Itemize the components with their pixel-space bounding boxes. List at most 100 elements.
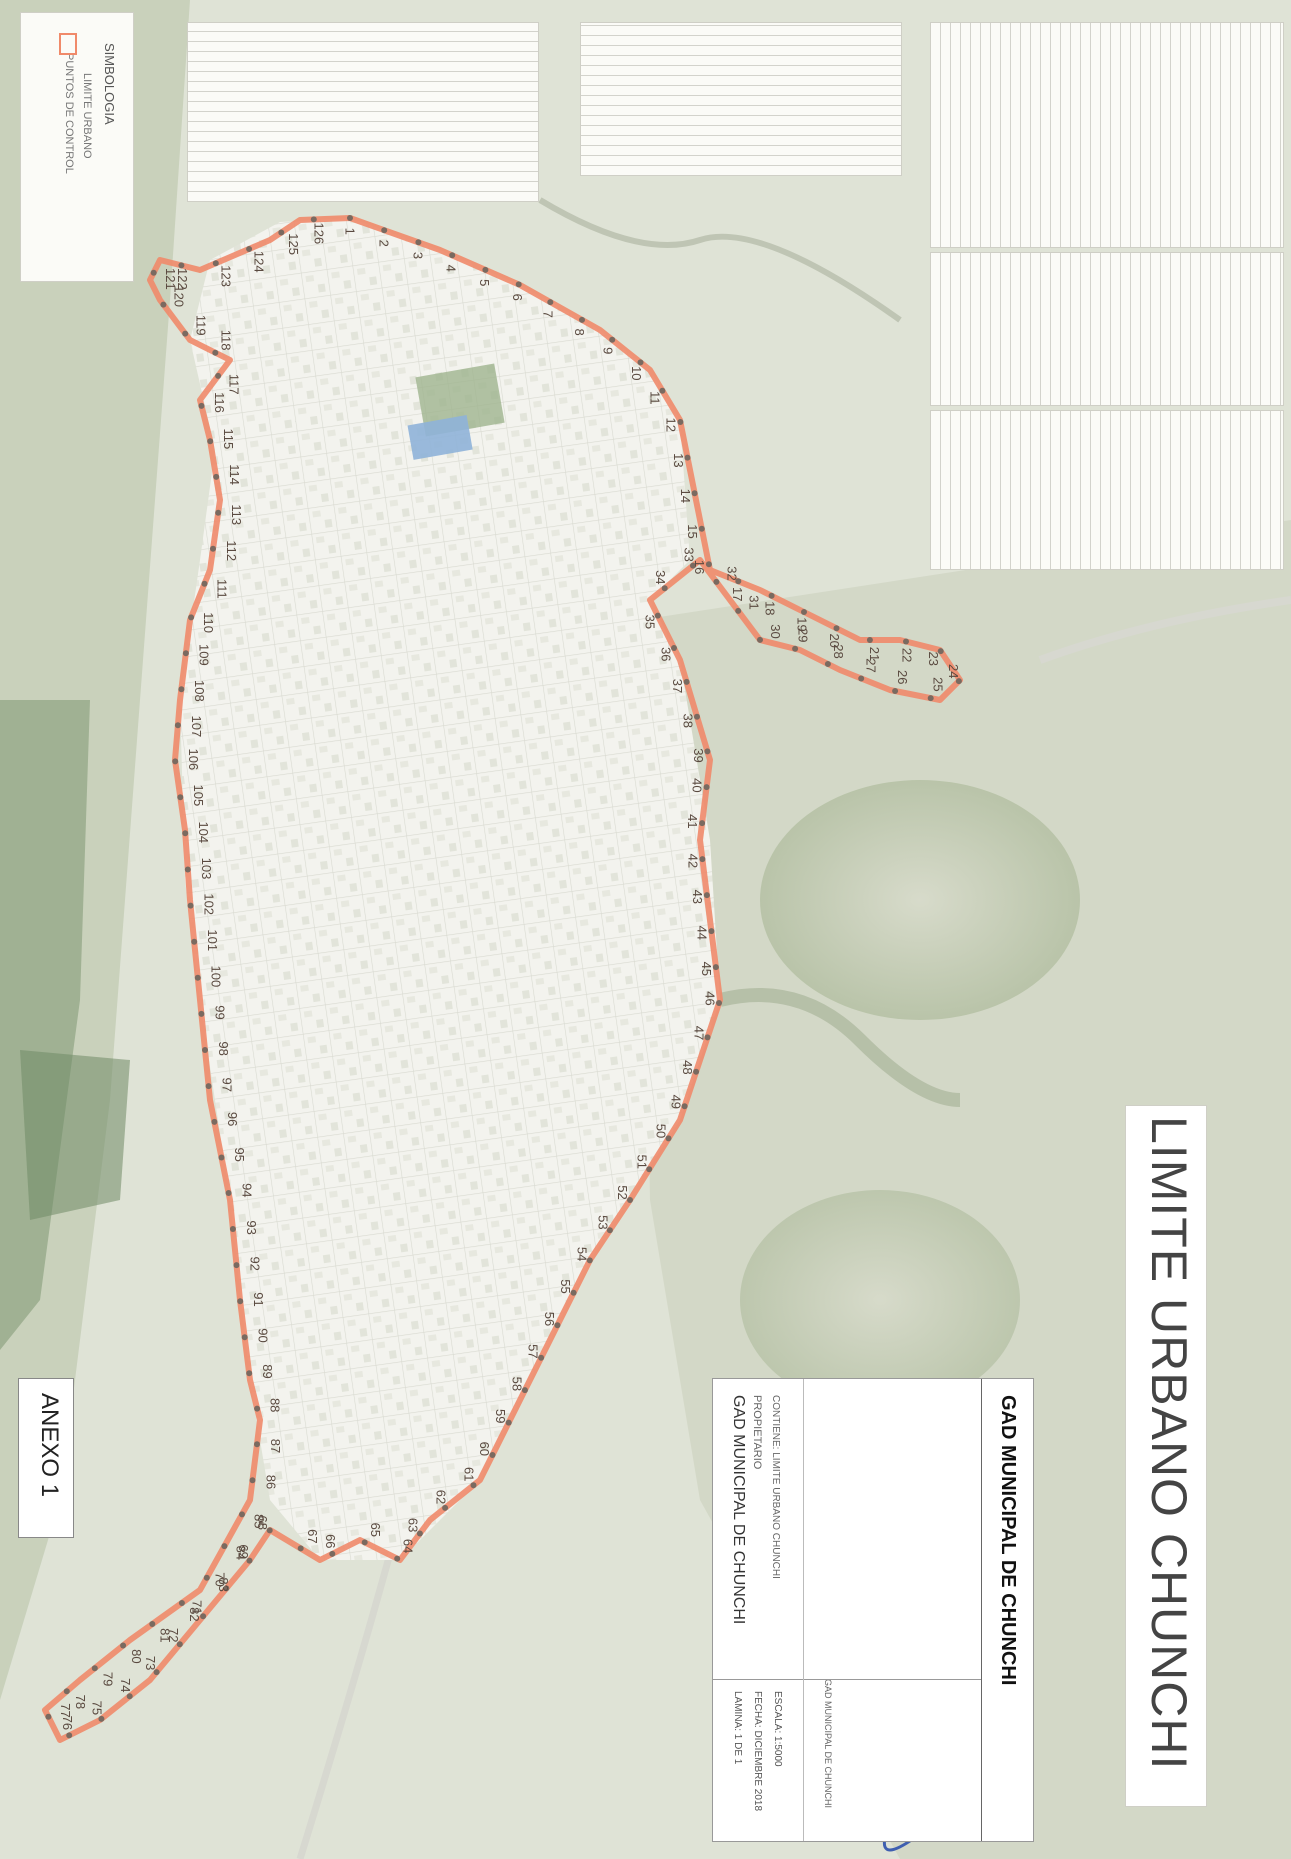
boundary-point-label-62: 62 <box>433 1490 448 1504</box>
title-box: LIMITE URBANO CHUNCHI <box>1125 1105 1207 1807</box>
boundary-point-label-95: 95 <box>232 1147 247 1161</box>
boundary-point-67 <box>297 1545 304 1552</box>
boundary-point-117 <box>215 372 222 379</box>
boundary-point-label-122: 122 <box>175 268 190 290</box>
boundary-point-39 <box>704 748 711 755</box>
boundary-point-16 <box>705 561 712 568</box>
boundary-point-label-43: 43 <box>690 890 705 904</box>
boundary-point-label-84: 84 <box>234 1546 249 1560</box>
boundary-point-120 <box>160 301 167 308</box>
boundary-point-96 <box>211 1118 218 1125</box>
scale-label: ESCALA: 1:5000 <box>772 1691 783 1767</box>
boundary-point-63 <box>416 1530 423 1537</box>
boundary-point-35 <box>654 612 661 619</box>
boundary-point-12 <box>677 419 684 425</box>
coordinate-table-2 <box>580 22 902 176</box>
boundary-point-73 <box>153 1669 160 1676</box>
boundary-point-80 <box>120 1642 127 1649</box>
boundary-point-label-77: 77 <box>58 1703 73 1717</box>
boundary-point-label-40: 40 <box>690 778 705 792</box>
coordinate-table-4 <box>930 252 1284 406</box>
boundary-point-label-29: 29 <box>796 628 811 642</box>
legend-box: SIMBOLOGIA LIMITE URBANO PUNTOS DE CONTR… <box>20 12 134 282</box>
boundary-point-124 <box>246 246 253 252</box>
boundary-point-83 <box>203 1574 210 1581</box>
boundary-point-108 <box>178 686 185 693</box>
boundary-point-4 <box>449 252 456 259</box>
legend-heading: SIMBOLOGIA <box>102 43 117 125</box>
boundary-point-label-69: 69 <box>236 1544 251 1558</box>
boundary-point-label-112: 112 <box>224 540 239 561</box>
boundary-point-label-71: 71 <box>189 1600 204 1614</box>
boundary-point-79 <box>91 1665 98 1672</box>
boundary-point-label-9: 9 <box>600 347 615 354</box>
boundary-point-44 <box>708 928 715 935</box>
boundary-point-92 <box>233 1262 240 1269</box>
boundary-point-13 <box>684 454 691 461</box>
boundary-point-122 <box>178 262 185 269</box>
urban-area <box>180 218 720 1560</box>
boundary-point-99 <box>198 1010 205 1017</box>
boundary-point-label-18: 18 <box>762 601 777 615</box>
boundary-point-label-114: 114 <box>227 464 242 485</box>
boundary-point-label-104: 104 <box>196 821 211 843</box>
boundary-point-84 <box>221 1543 228 1550</box>
boundary-point-104 <box>182 830 189 837</box>
boundary-point-29 <box>792 645 799 652</box>
boundary-point-label-33: 33 <box>681 547 696 561</box>
boundary-point-label-89: 89 <box>260 1364 275 1378</box>
legend-item-boundary: LIMITE URBANO <box>81 73 93 159</box>
boundary-point-label-68: 68 <box>255 1515 270 1529</box>
boundary-point-label-118: 118 <box>219 330 234 351</box>
boundary-point-label-90: 90 <box>256 1328 271 1342</box>
boundary-point-21 <box>866 637 873 643</box>
annex-box: ANEXO 1 <box>18 1378 74 1538</box>
boundary-point-label-20: 20 <box>827 633 842 647</box>
legend-boundary-swatch <box>59 33 77 55</box>
boundary-point-label-35: 35 <box>642 615 657 629</box>
boundary-point-58 <box>521 1387 528 1394</box>
boundary-point-82 <box>178 1600 185 1606</box>
boundary-point-123 <box>212 260 219 267</box>
title-block: GAD MUNICIPAL DE CHUNCHI PROPIETARIO GAD… <box>712 1378 1034 1842</box>
boundary-point-11 <box>659 387 666 394</box>
boundary-point-label-74: 74 <box>118 1678 133 1692</box>
boundary-point-62 <box>442 1504 449 1511</box>
boundary-point-label-14: 14 <box>678 489 693 503</box>
boundary-point-label-92: 92 <box>247 1256 262 1270</box>
boundary-point-89 <box>246 1370 253 1377</box>
boundary-point-64 <box>394 1555 401 1562</box>
boundary-point-label-83: 83 <box>216 1577 231 1591</box>
boundary-point-98 <box>202 1047 208 1053</box>
boundary-point-8 <box>579 316 585 323</box>
boundary-point-7 <box>547 299 554 306</box>
boundary-point-label-125: 125 <box>286 233 301 255</box>
boundary-point-66 <box>329 1550 336 1557</box>
road-north <box>538 197 902 323</box>
boundary-point-label-37: 37 <box>670 679 685 693</box>
boundary-point-label-34: 34 <box>653 570 668 584</box>
boundary-point-27 <box>858 675 865 682</box>
boundary-point-label-30: 30 <box>768 624 783 638</box>
boundary-point-label-124: 124 <box>252 251 267 273</box>
boundary-point-113 <box>215 509 222 516</box>
boundary-point-118 <box>212 349 219 356</box>
boundary-point-65 <box>361 1539 368 1546</box>
boundary-point-label-60: 60 <box>477 1442 492 1456</box>
boundary-point-47 <box>704 1034 711 1041</box>
terrain-west <box>0 0 190 1700</box>
boundary-point-14 <box>691 490 698 497</box>
sheet-label: LAMINA: 1 DE 1 <box>732 1691 743 1765</box>
boundary-point-label-31: 31 <box>746 595 761 609</box>
boundary-point-label-17: 17 <box>730 587 745 601</box>
boundary-point-38 <box>694 713 700 720</box>
boundary-point-label-27: 27 <box>863 658 878 672</box>
boundary-point-label-6: 6 <box>510 294 525 301</box>
boundary-point-label-53: 53 <box>595 1215 610 1229</box>
boundary-point-label-96: 96 <box>225 1112 240 1126</box>
boundary-point-label-59: 59 <box>493 1409 508 1423</box>
boundary-point-label-54: 54 <box>574 1247 589 1261</box>
boundary-point-label-91: 91 <box>251 1292 266 1306</box>
boundary-point-label-65: 65 <box>368 1523 383 1537</box>
contents-label: CONTIENE: LIMITE URBANO CHUNCHI <box>770 1395 781 1579</box>
